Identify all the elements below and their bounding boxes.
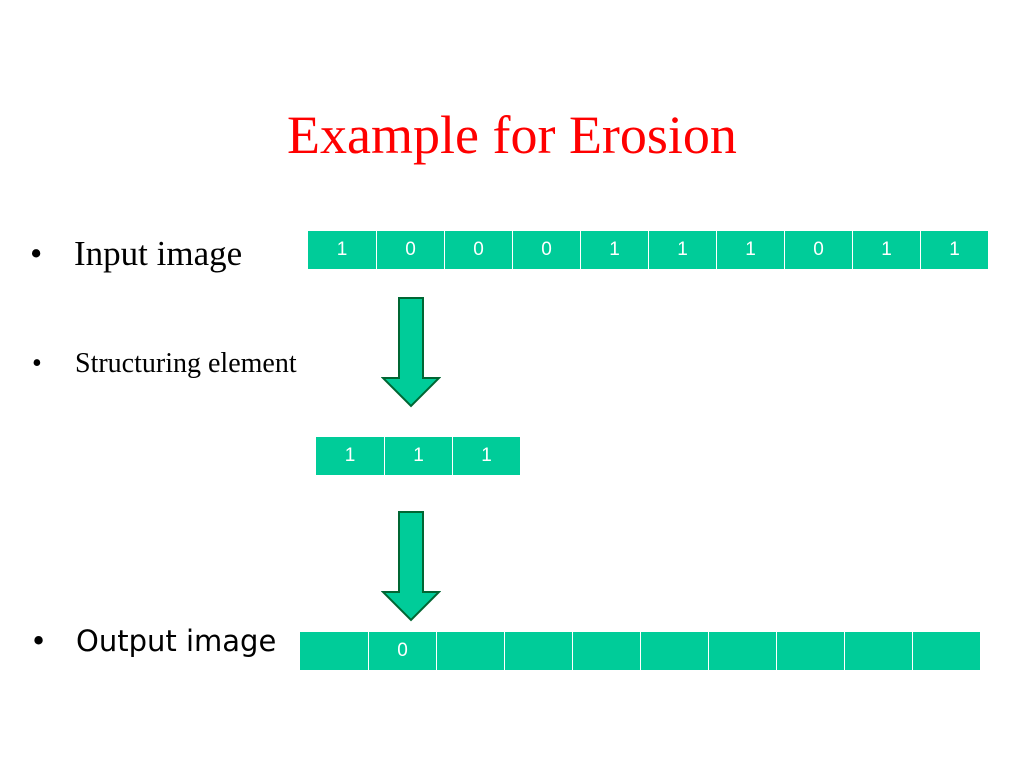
input-image-label: Input image — [74, 234, 243, 273]
bullet-output-image: • Output image — [30, 622, 276, 660]
structuring-cell: 1 — [452, 437, 520, 475]
structuring-cell: 1 — [384, 437, 452, 475]
output-cell — [912, 632, 980, 670]
structuring-cell: 1 — [316, 437, 384, 475]
output-cell — [640, 632, 708, 670]
input-cell: 1 — [580, 231, 648, 269]
input-cell: 1 — [920, 231, 988, 269]
output-image-array: 0 — [300, 632, 980, 670]
input-cell: 0 — [784, 231, 852, 269]
bullet-dot: • — [30, 234, 43, 273]
input-image-array: 1 0 0 0 1 1 1 0 1 1 — [308, 231, 988, 269]
input-cell: 1 — [852, 231, 920, 269]
output-cell — [844, 632, 912, 670]
output-cell — [776, 632, 844, 670]
input-cell: 0 — [444, 231, 512, 269]
structuring-element-array: 1 1 1 — [316, 437, 520, 475]
output-cell — [300, 632, 368, 670]
output-cell — [708, 632, 776, 670]
output-image-label: Output image — [76, 624, 277, 658]
input-cell: 1 — [648, 231, 716, 269]
output-cell — [572, 632, 640, 670]
input-cell: 1 — [308, 231, 376, 269]
output-cell: 0 — [368, 632, 436, 670]
bullet-structuring-element: • Structuring element — [32, 346, 297, 382]
input-cell: 1 — [716, 231, 784, 269]
bullet-dot: • — [30, 624, 48, 658]
bullet-input-image: • Input image — [30, 232, 242, 276]
input-cell: 0 — [376, 231, 444, 269]
arrow-down-icon — [381, 511, 441, 622]
input-cell: 0 — [512, 231, 580, 269]
bullet-dot: • — [32, 348, 42, 379]
slide-title: Example for Erosion — [287, 105, 737, 165]
structuring-element-label: Structuring element — [75, 348, 297, 379]
output-cell — [504, 632, 572, 670]
output-cell — [436, 632, 504, 670]
arrow-down-icon — [381, 297, 441, 408]
